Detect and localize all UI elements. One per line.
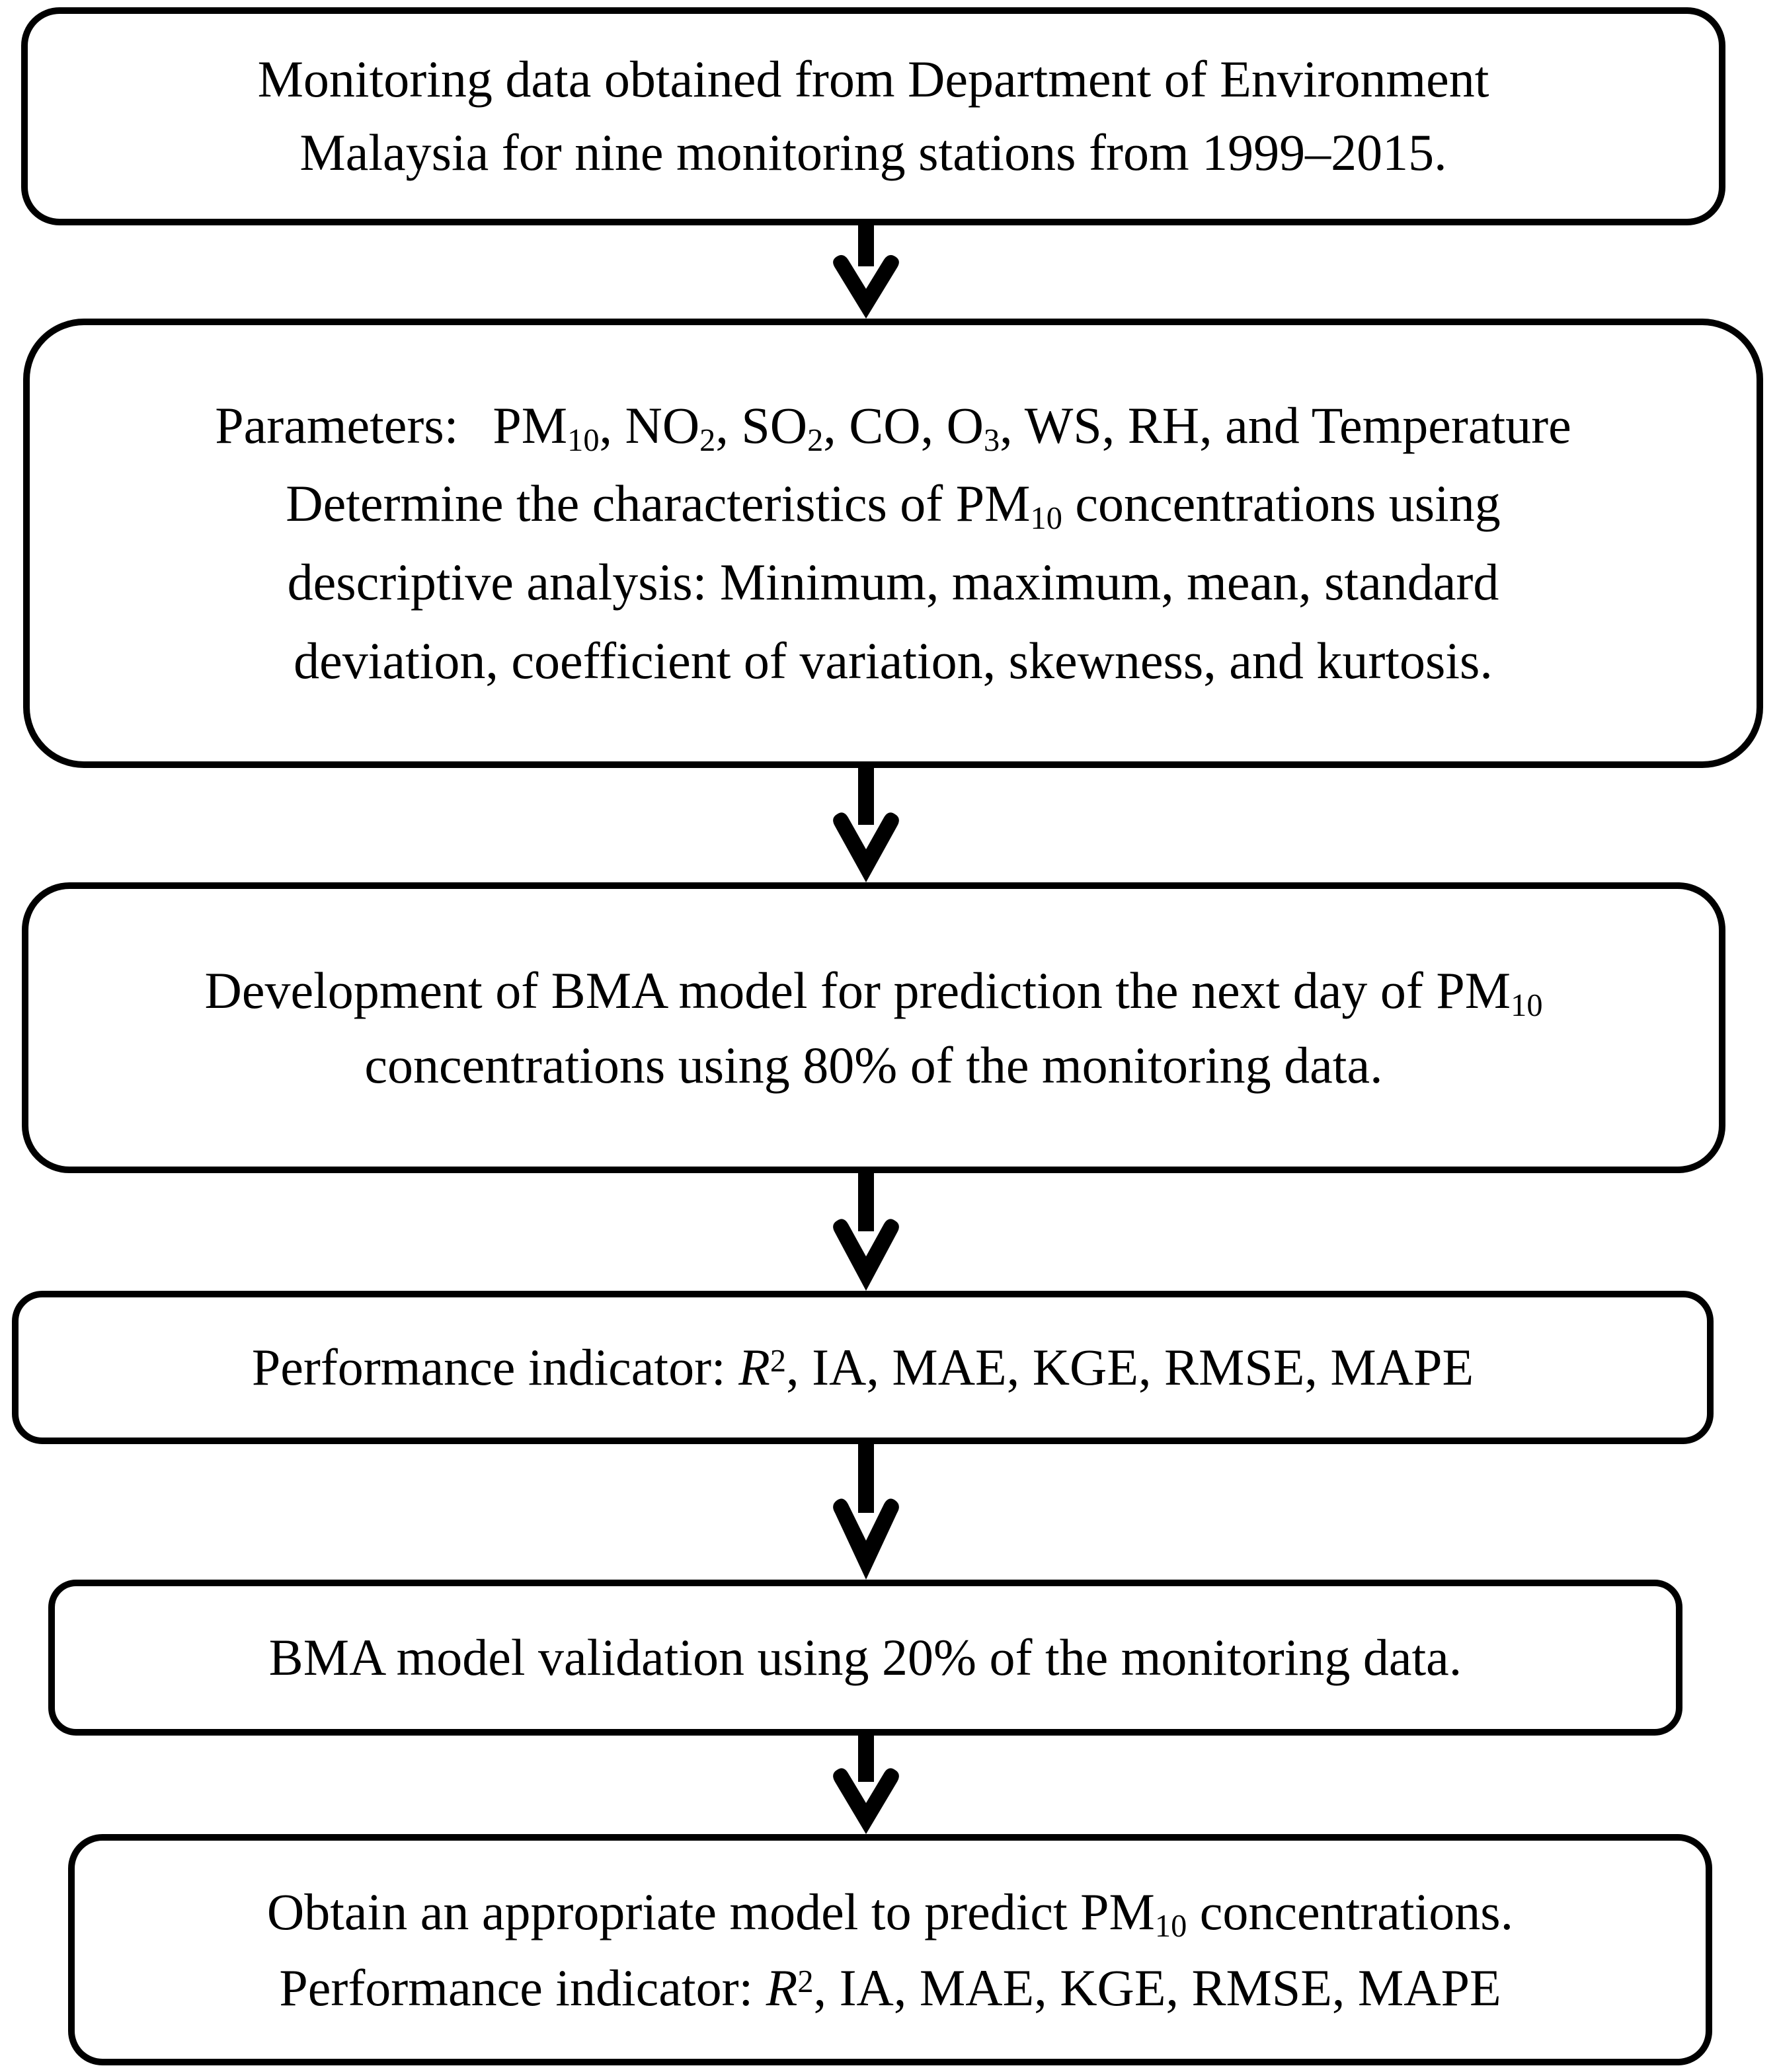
flow-node-data-source-line-1: Monitoring data obtained from Department… [257,50,1489,108]
flow-node-performance-indicator-line-1: Performance indicator: R2, IA, MAE, KGE,… [251,1338,1474,1397]
flow-node-final-model-line-1: Obtain an appropriate model to predict P… [266,1882,1514,1944]
flow-node-data-source-line-2: Malaysia for nine monitoring stations fr… [299,124,1447,181]
flow-node-bma-development-line-2: concentrations using 80% of the monitori… [364,1036,1383,1094]
flow-node-bma-development-line-1: Development of BMA model for prediction … [204,961,1543,1023]
down-arrow-icon [826,1173,906,1291]
flow-node-bma-validation[interactable]: BMA model validation using 20% of the mo… [48,1580,1682,1736]
flow-node-performance-indicator[interactable]: Performance indicator: R2, IA, MAE, KGE,… [12,1291,1714,1444]
flow-node-parameters-line-4: deviation, coefficient of variation, ske… [294,631,1493,689]
down-arrow-icon [826,1736,906,1834]
down-arrow-icon [826,225,906,319]
down-arrow-icon [826,1444,906,1580]
flow-node-parameters-line-1: Parameters:PM10, NO2, SO2, CO, O3, WS, R… [215,396,1571,458]
flow-node-final-model[interactable]: Obtain an appropriate model to predict P… [68,1834,1712,2065]
flow-node-bma-validation-line-1: BMA model validation using 20% of the mo… [268,1629,1462,1687]
flow-node-bma-development[interactable]: Development of BMA model for prediction … [22,882,1725,1173]
flow-node-parameters[interactable]: Parameters:PM10, NO2, SO2, CO, O3, WS, R… [23,319,1763,768]
flow-node-final-model-line-2: Performance indicator: R2, IA, MAE, KGE,… [279,1959,1501,2016]
flow-node-parameters-line-2: Determine the characteristics of PM10 co… [286,475,1501,537]
flow-node-data-source[interactable]: Monitoring data obtained from Department… [21,7,1725,225]
down-arrow-icon [826,768,906,882]
flow-node-parameters-line-3: descriptive analysis: Minimum, maximum, … [287,553,1499,611]
